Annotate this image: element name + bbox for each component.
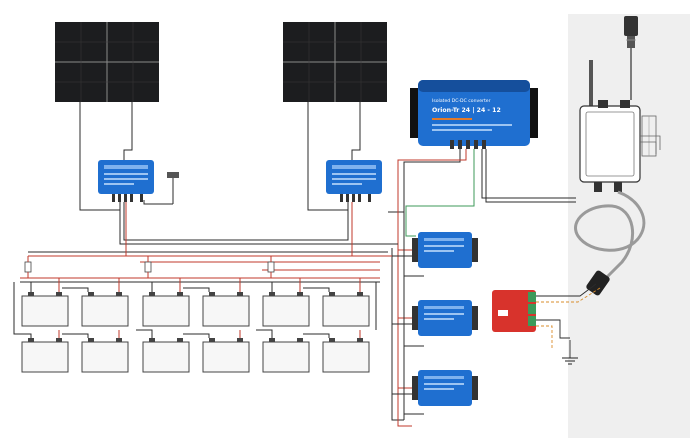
solar-panel-right bbox=[283, 22, 387, 102]
fuse-icon bbox=[24, 261, 275, 273]
cable-plug bbox=[586, 270, 610, 296]
battery-monitor-1 bbox=[412, 232, 478, 268]
fuse-drops bbox=[27, 256, 272, 278]
battery bbox=[81, 295, 129, 327]
battery-monitor-2 bbox=[412, 300, 478, 336]
gateway-background-area bbox=[568, 14, 690, 438]
battery-monitor-3 bbox=[412, 370, 478, 406]
ground-symbol-icon bbox=[562, 357, 578, 365]
battery bbox=[142, 295, 190, 327]
battery bbox=[202, 341, 250, 373]
mppt-controller-left bbox=[98, 160, 154, 202]
battery bbox=[21, 295, 69, 327]
battery-interconnects bbox=[13, 278, 377, 338]
antenna-icon bbox=[589, 60, 593, 108]
monitor-wires bbox=[391, 212, 424, 427]
mppt-controller-right bbox=[326, 160, 382, 202]
battery bbox=[262, 341, 310, 373]
converter-subtitle: Isolated DC-DC converter bbox=[432, 98, 491, 104]
smart-relay-module bbox=[492, 290, 536, 332]
dc-dc-converter: Isolated DC-DC converter Orion-Tr 24 | 2… bbox=[410, 80, 538, 149]
battery bbox=[21, 341, 69, 373]
battery bbox=[262, 295, 310, 327]
converter-title: Orion-Tr 24 | 24 - 12 bbox=[432, 107, 501, 115]
gateway-top-connector bbox=[624, 16, 638, 100]
battery-terminals bbox=[28, 292, 363, 342]
gateway-side-wires bbox=[640, 135, 661, 154]
battery-bank bbox=[21, 295, 370, 373]
battery bbox=[322, 295, 370, 327]
converter-wires bbox=[388, 149, 576, 240]
main-busbars bbox=[20, 202, 398, 283]
solar-panel-left bbox=[55, 22, 159, 102]
battery bbox=[142, 341, 190, 373]
coiled-cable bbox=[574, 190, 646, 280]
battery bbox=[81, 341, 129, 373]
temperature-sensor-plug bbox=[143, 172, 179, 205]
battery bbox=[322, 341, 370, 373]
battery bbox=[202, 295, 250, 327]
relay-to-plug-wires bbox=[536, 283, 601, 358]
